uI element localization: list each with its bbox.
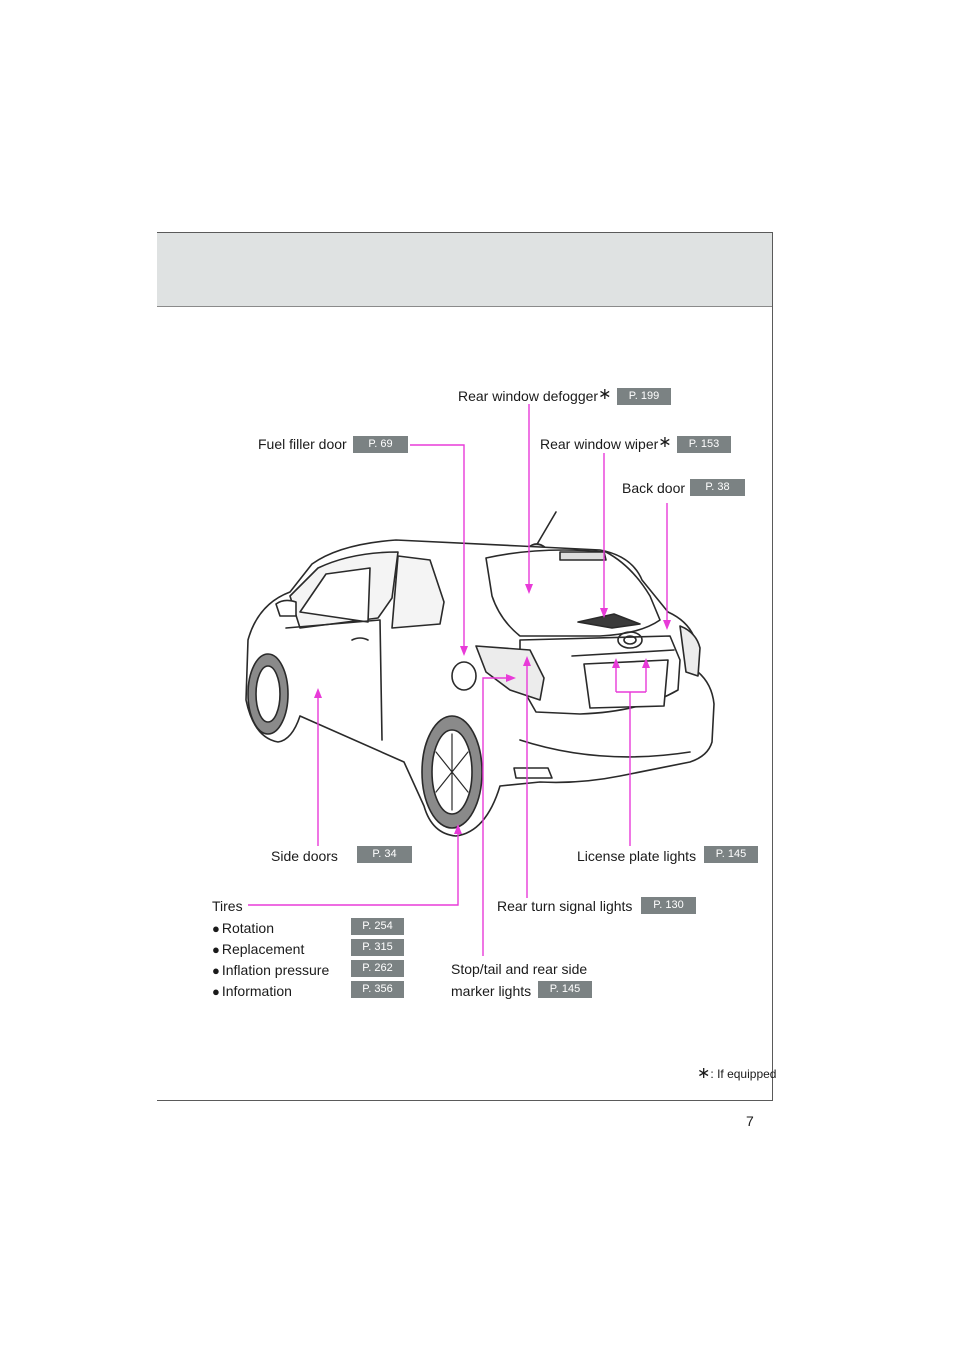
bullet-icon: ● bbox=[212, 921, 220, 936]
stop-tail-lights-label-line2: marker lights bbox=[451, 983, 532, 999]
tires-title: Tires bbox=[212, 898, 243, 914]
rear-turn-signal-lights-page-badge[interactable]: P. 130 bbox=[641, 897, 696, 914]
tires-item-information: ●Information bbox=[212, 983, 292, 1000]
tires-inflation-pressure-page-badge[interactable]: P. 262 bbox=[351, 960, 404, 977]
tires-item-text: Rotation bbox=[221, 920, 275, 936]
rear-window-wiper-page-badge[interactable]: P. 153 bbox=[677, 436, 731, 453]
tires-item-text: Replacement bbox=[221, 941, 305, 957]
tires-item-text: Inflation pressure bbox=[221, 962, 330, 978]
tires-item-text: Information bbox=[221, 983, 292, 999]
bullet-icon: ● bbox=[212, 942, 220, 957]
antenna bbox=[535, 511, 557, 547]
right-tail-light bbox=[679, 625, 701, 677]
if-equipped-mark: ∗ bbox=[697, 1065, 711, 1082]
callout-line-fuel-door bbox=[410, 444, 465, 650]
tires-item-replacement: ●Replacement bbox=[212, 941, 304, 958]
callout-line-tires bbox=[248, 830, 459, 906]
tires-item-inflation-pressure: ●Inflation pressure bbox=[212, 962, 329, 979]
bullet-icon: ● bbox=[212, 963, 220, 978]
tires-item-rotation: ●Rotation bbox=[212, 920, 274, 937]
fuel-filler-door-label: Fuel filler door bbox=[258, 436, 347, 452]
rear-window-wiper-text: Rear window wiper bbox=[540, 436, 659, 452]
rear-window-wiper-label: Rear window wiper∗ bbox=[540, 434, 672, 453]
if-equipped-mark: ∗ bbox=[598, 386, 612, 403]
tires-rotation-page-badge[interactable]: P. 254 bbox=[351, 918, 404, 935]
frame-border-bottom bbox=[157, 1100, 773, 1101]
rear-window-defogger-text: Rear window defogger bbox=[458, 388, 599, 404]
footnote: ∗: If equipped bbox=[697, 1065, 777, 1082]
license-plate-lights-page-badge[interactable]: P. 145 bbox=[704, 846, 758, 863]
tires-replacement-page-badge[interactable]: P. 315 bbox=[351, 939, 404, 956]
if-equipped-mark: ∗ bbox=[658, 434, 672, 451]
rear-window-defogger-label: Rear window defogger∗ bbox=[458, 386, 612, 405]
license-plate-lights-label: License plate lights bbox=[577, 848, 697, 864]
rear-window-defogger-page-badge[interactable]: P. 199 bbox=[617, 388, 671, 405]
stop-tail-lights-label-line1: Stop/tail and rear side bbox=[451, 961, 588, 977]
side-doors-label: Side doors bbox=[271, 848, 338, 864]
callout-line-stop-tail bbox=[482, 677, 510, 956]
side-doors-page-badge[interactable]: P. 34 bbox=[357, 846, 412, 863]
back-door-page-badge[interactable]: P. 38 bbox=[690, 479, 745, 496]
footnote-text: : If equipped bbox=[710, 1067, 777, 1081]
back-door-label: Back door bbox=[622, 480, 686, 496]
tires-information-page-badge[interactable]: P. 356 bbox=[351, 981, 404, 998]
bullet-icon: ● bbox=[212, 984, 220, 999]
callout-line-license-lights bbox=[615, 664, 647, 846]
header-band bbox=[157, 232, 772, 307]
page-number: 7 bbox=[746, 1113, 754, 1129]
stop-tail-lights-page-badge[interactable]: P. 145 bbox=[538, 981, 592, 998]
fuel-filler-door-page-badge[interactable]: P. 69 bbox=[353, 436, 408, 453]
frame-border-right bbox=[772, 232, 773, 1100]
rear-turn-signal-lights-label: Rear turn signal lights bbox=[497, 898, 633, 914]
